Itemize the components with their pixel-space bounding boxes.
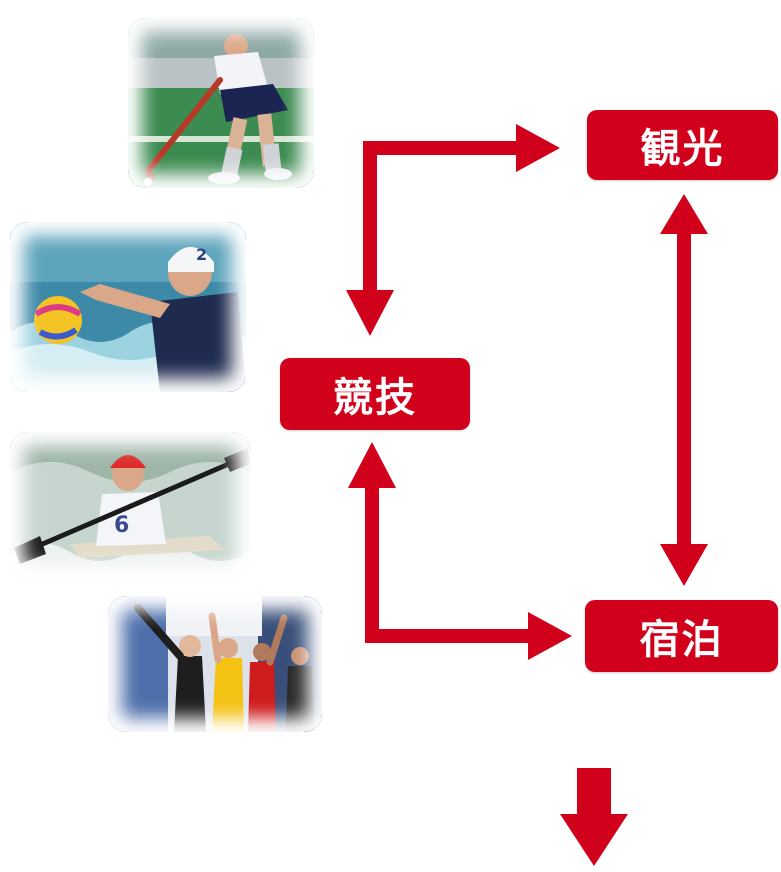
svg-text:6: 6 <box>114 513 129 538</box>
arrow-down <box>560 768 628 866</box>
node-competition-label: 競技 <box>333 375 417 421</box>
arrow-competition-lodging <box>348 442 572 660</box>
node-sightseeing-label: 観光 <box>640 126 725 172</box>
field-hockey-photo <box>128 18 314 188</box>
node-competition: 競技 <box>280 358 470 430</box>
arrow-competition-sightseeing <box>346 124 560 336</box>
arrow-sightseeing-lodging <box>660 194 708 586</box>
svg-text:2: 2 <box>196 245 207 264</box>
node-lodging: 宿泊 <box>585 600 778 672</box>
node-sightseeing: 観光 <box>587 110 778 180</box>
kayak-photo: 6 <box>10 432 250 580</box>
cheering-crowd-photo <box>108 596 322 732</box>
node-lodging-label: 宿泊 <box>639 617 724 663</box>
water-polo-photo: 2 <box>10 222 246 392</box>
